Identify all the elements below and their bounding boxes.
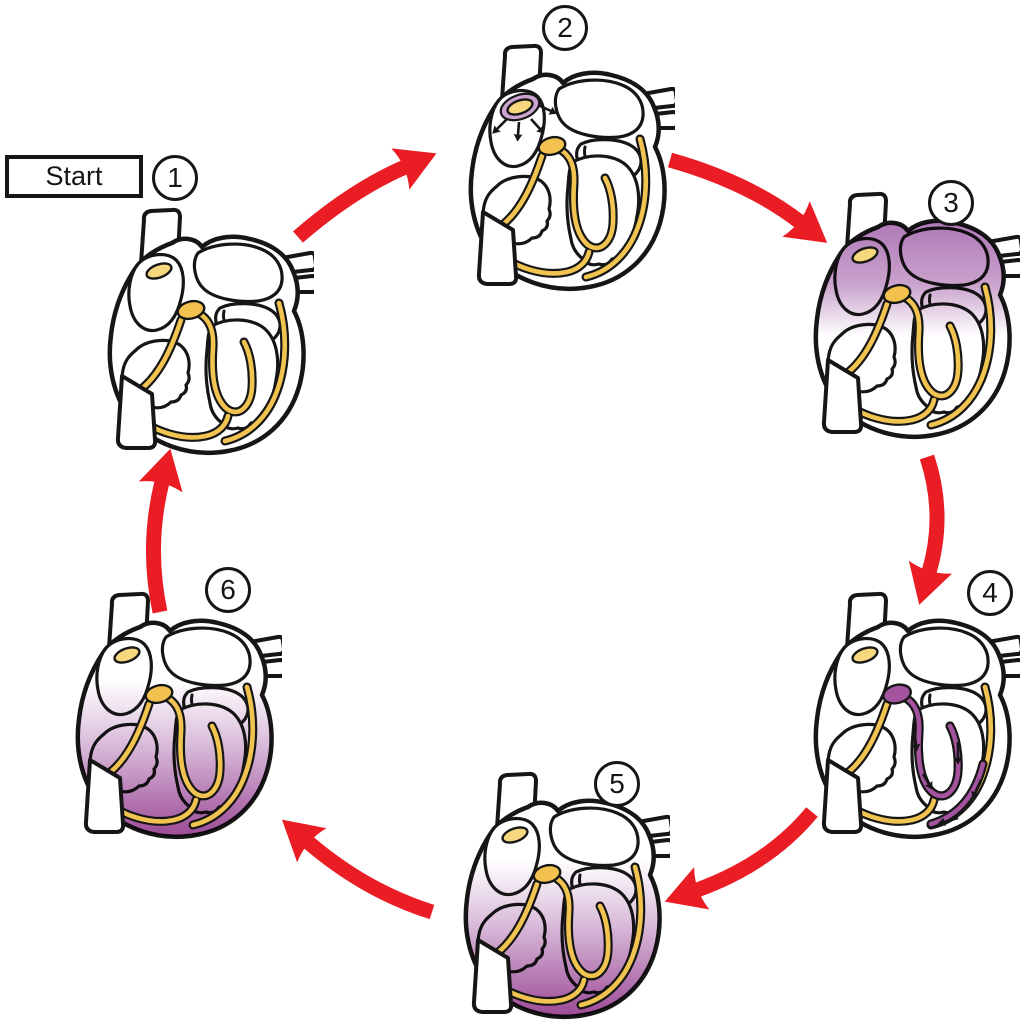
- atria-purple-shading: [815, 220, 1010, 336]
- impulse-arrow-icon: [513, 121, 523, 142]
- flow-arrow-5-to-6: [281, 819, 435, 920]
- heart-step-3-atria-depolarized: [778, 182, 1020, 444]
- heart-step-2-sa-node-firing: [433, 34, 675, 296]
- impulse-arrow-icon: [911, 728, 921, 752]
- sa-node-highlight: [492, 92, 558, 142]
- heart-step-1-baseline: [72, 198, 314, 460]
- step-badge-3: 3: [928, 180, 974, 226]
- heart-step-6-ventricles-depolarized: [40, 582, 282, 844]
- step-badge-6: 6: [205, 567, 251, 613]
- step-badge-5: 5: [594, 761, 640, 807]
- flow-arrow-1-to-2: [293, 148, 437, 243]
- step-badge-4: 4: [967, 570, 1013, 616]
- ventricle-purple-shading: [465, 860, 660, 1017]
- flow-arrow-3-to-4: [908, 454, 953, 605]
- heart-step-5-ventricles-depolarized: [428, 762, 670, 1024]
- impulse-arrow-icon: [537, 103, 558, 115]
- heart-step-4-av-bundle-conducting: [778, 582, 1020, 844]
- impulse-arrow-icon: [492, 118, 508, 134]
- av-bundle-highlight: [882, 683, 988, 829]
- ventricle-purple-shading: [77, 680, 272, 837]
- step-badge-1: 1: [152, 155, 198, 201]
- impulse-arrow-icon: [530, 118, 545, 134]
- impulse-arrow-icon: [971, 779, 983, 800]
- start-label: Start: [45, 161, 103, 191]
- start-label-box: Start: [5, 155, 143, 198]
- impulse-arrow-icon: [921, 773, 933, 790]
- step-badge-2: 2: [542, 5, 588, 51]
- impulse-arrow-icon: [937, 816, 959, 827]
